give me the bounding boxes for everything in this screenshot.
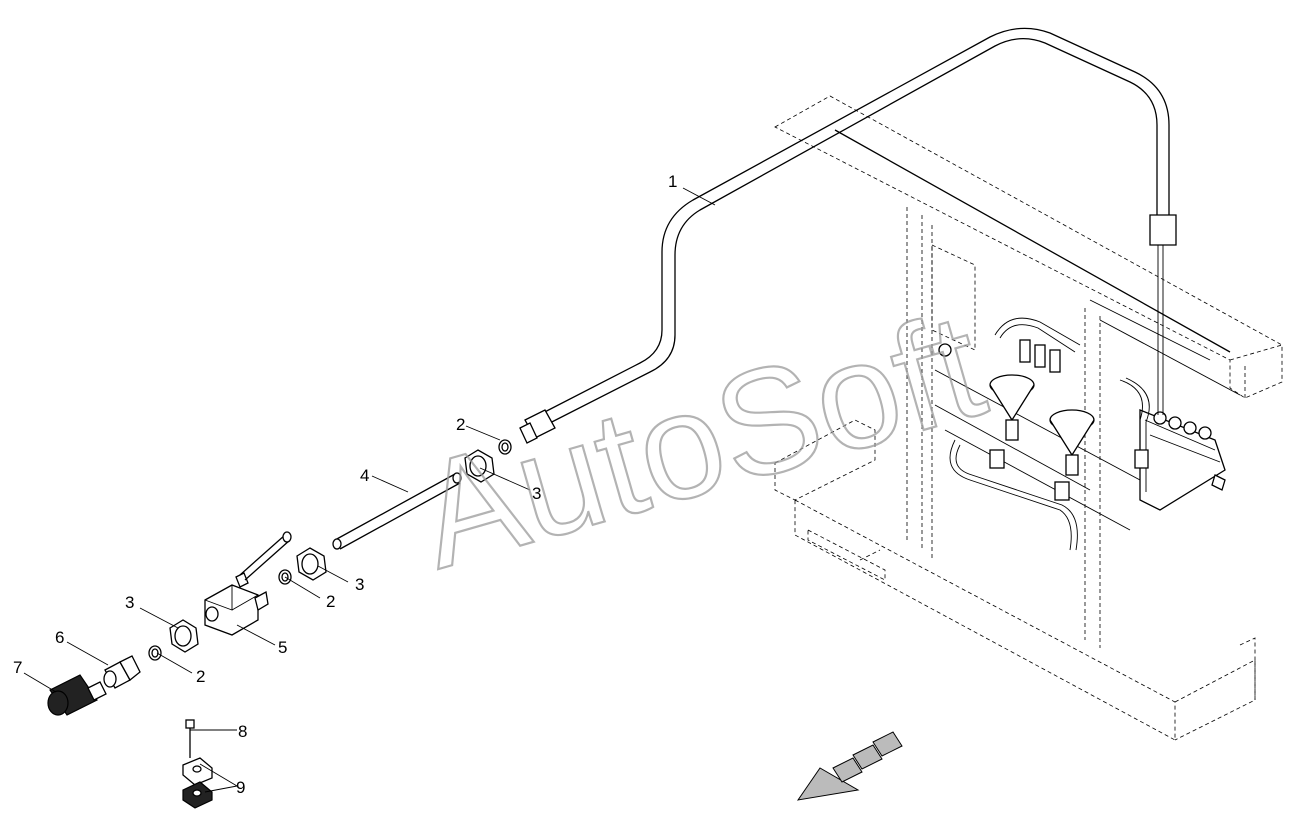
callout-9: 9 [236,778,245,797]
ring-lower [148,645,162,661]
nut-middle [296,547,327,581]
ring-upper [498,439,512,455]
quick-coupling [47,674,107,716]
callout-3-middle: 3 [355,575,364,594]
valve-manifold [1139,409,1226,511]
internal-components [938,317,1150,551]
callout-3-lower: 3 [125,593,134,612]
nut-lower [169,619,199,653]
watermark-text: AutoSoft [400,280,999,600]
hydraulic-hose [519,27,1177,444]
callout-2-lower: 2 [196,667,205,686]
callout-5: 5 [278,638,287,657]
callout-2-upper: 2 [456,415,465,434]
screw [185,719,195,758]
clamp [182,757,213,809]
callout-8: 8 [238,722,247,741]
callout-7: 7 [13,658,22,677]
nut-upper [464,449,495,483]
callout-3-upper: 3 [532,484,541,503]
callout-6: 6 [55,628,64,647]
direction-arrow [796,731,903,801]
callout-labels: 1 2 3 4 3 2 3 5 6 2 7 8 9 [13,172,677,797]
leader-lines [23,187,716,793]
steel-pipe [332,472,462,550]
callout-4: 4 [360,466,369,485]
callout-1: 1 [668,172,677,191]
machine-frame [774,95,1283,741]
adapter [103,655,141,689]
callout-2-middle: 2 [326,592,335,611]
ball-valve [204,531,292,636]
